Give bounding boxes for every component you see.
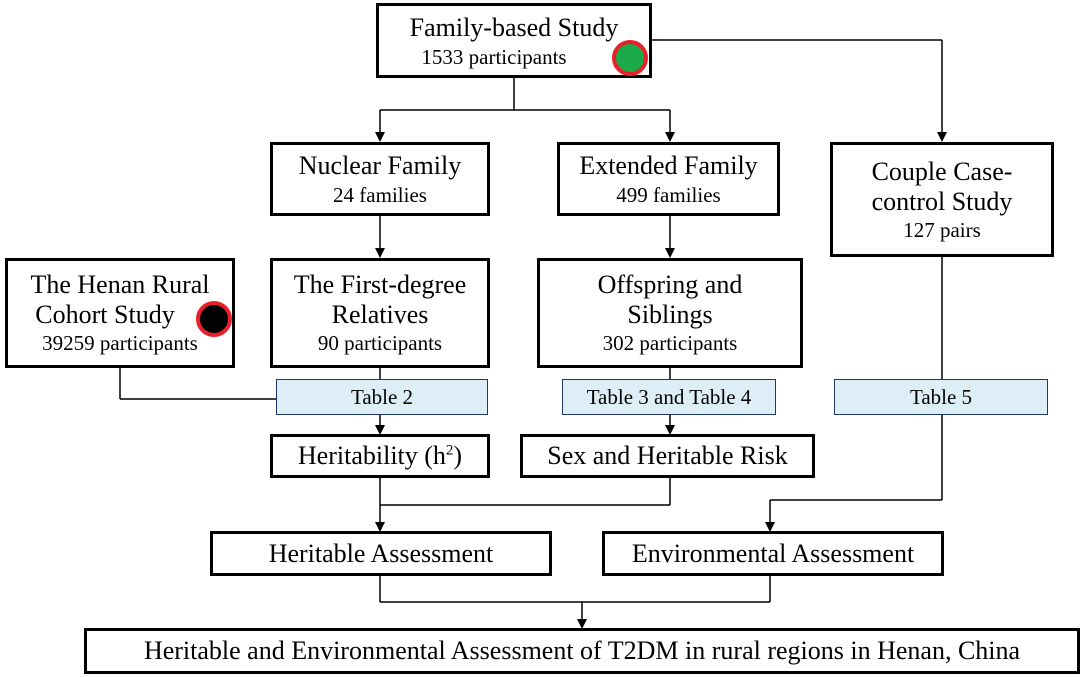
family-based-study-box: Family-based Study 1533 participants [376,3,652,78]
first-degree-title-line2: Relatives [331,300,429,329]
offspring-siblings-box: Offspring and Siblings 302 participants [537,258,803,368]
heritability-superscript: 2 [445,442,454,459]
couple-case-control-box: Couple Case- control Study 127 pairs [830,142,1054,257]
green-marker-icon [612,40,648,76]
couple-case-control-title-line2: control Study [871,186,1013,216]
extended-family-title: Extended Family [579,151,758,180]
extended-family-box: Extended Family 499 families [557,142,780,216]
environmental-assessment-label: Environmental Assessment [631,538,915,568]
family-based-study-title: Family-based Study [409,12,619,42]
final-assessment-label: Heritable and Environmental Assessment o… [143,636,1021,665]
heritable-assessment-label: Heritable Assessment [268,538,494,568]
environmental-assessment-box: Environmental Assessment [602,531,944,576]
first-degree-title-line1: The First-degree [293,270,467,299]
extended-family-count: 499 families [616,183,721,207]
couple-case-control-count: 127 pairs [903,217,981,242]
sex-heritable-risk-label: Sex and Heritable Risk [547,441,788,470]
table-5-label: Table 5 [834,379,1048,415]
first-degree-relatives-box: The First-degree Relatives 90 participan… [270,258,490,368]
henan-cohort-count: 39259 participants [42,331,198,355]
heritable-assessment-box: Heritable Assessment [210,531,552,576]
offspring-title-line1: Offspring and [597,270,743,299]
nuclear-family-box: Nuclear Family 24 families [270,142,490,216]
family-based-study-count: 1533 participants [421,44,567,69]
heritability-label: Heritability (h2) [297,441,463,470]
offspring-title-line2: Siblings [627,300,713,329]
final-assessment-box: Heritable and Environmental Assessment o… [84,628,1080,674]
table-2-label: Table 2 [276,379,488,415]
nuclear-family-count: 24 families [333,183,427,207]
first-degree-count: 90 participants [317,331,443,355]
nuclear-family-title: Nuclear Family [298,151,462,180]
henan-cohort-title-line2: Cohort Study [35,300,175,329]
sex-heritable-risk-box: Sex and Heritable Risk [520,434,815,478]
black-marker-icon [196,301,232,337]
couple-case-control-title-line1: Couple Case- [871,156,1013,186]
heritability-box: Heritability (h2) [270,434,490,478]
table-3-and-4-label: Table 3 and Table 4 [562,379,776,415]
offspring-count: 302 participants [602,331,738,355]
henan-cohort-title-line1: The Henan Rural [30,270,210,299]
